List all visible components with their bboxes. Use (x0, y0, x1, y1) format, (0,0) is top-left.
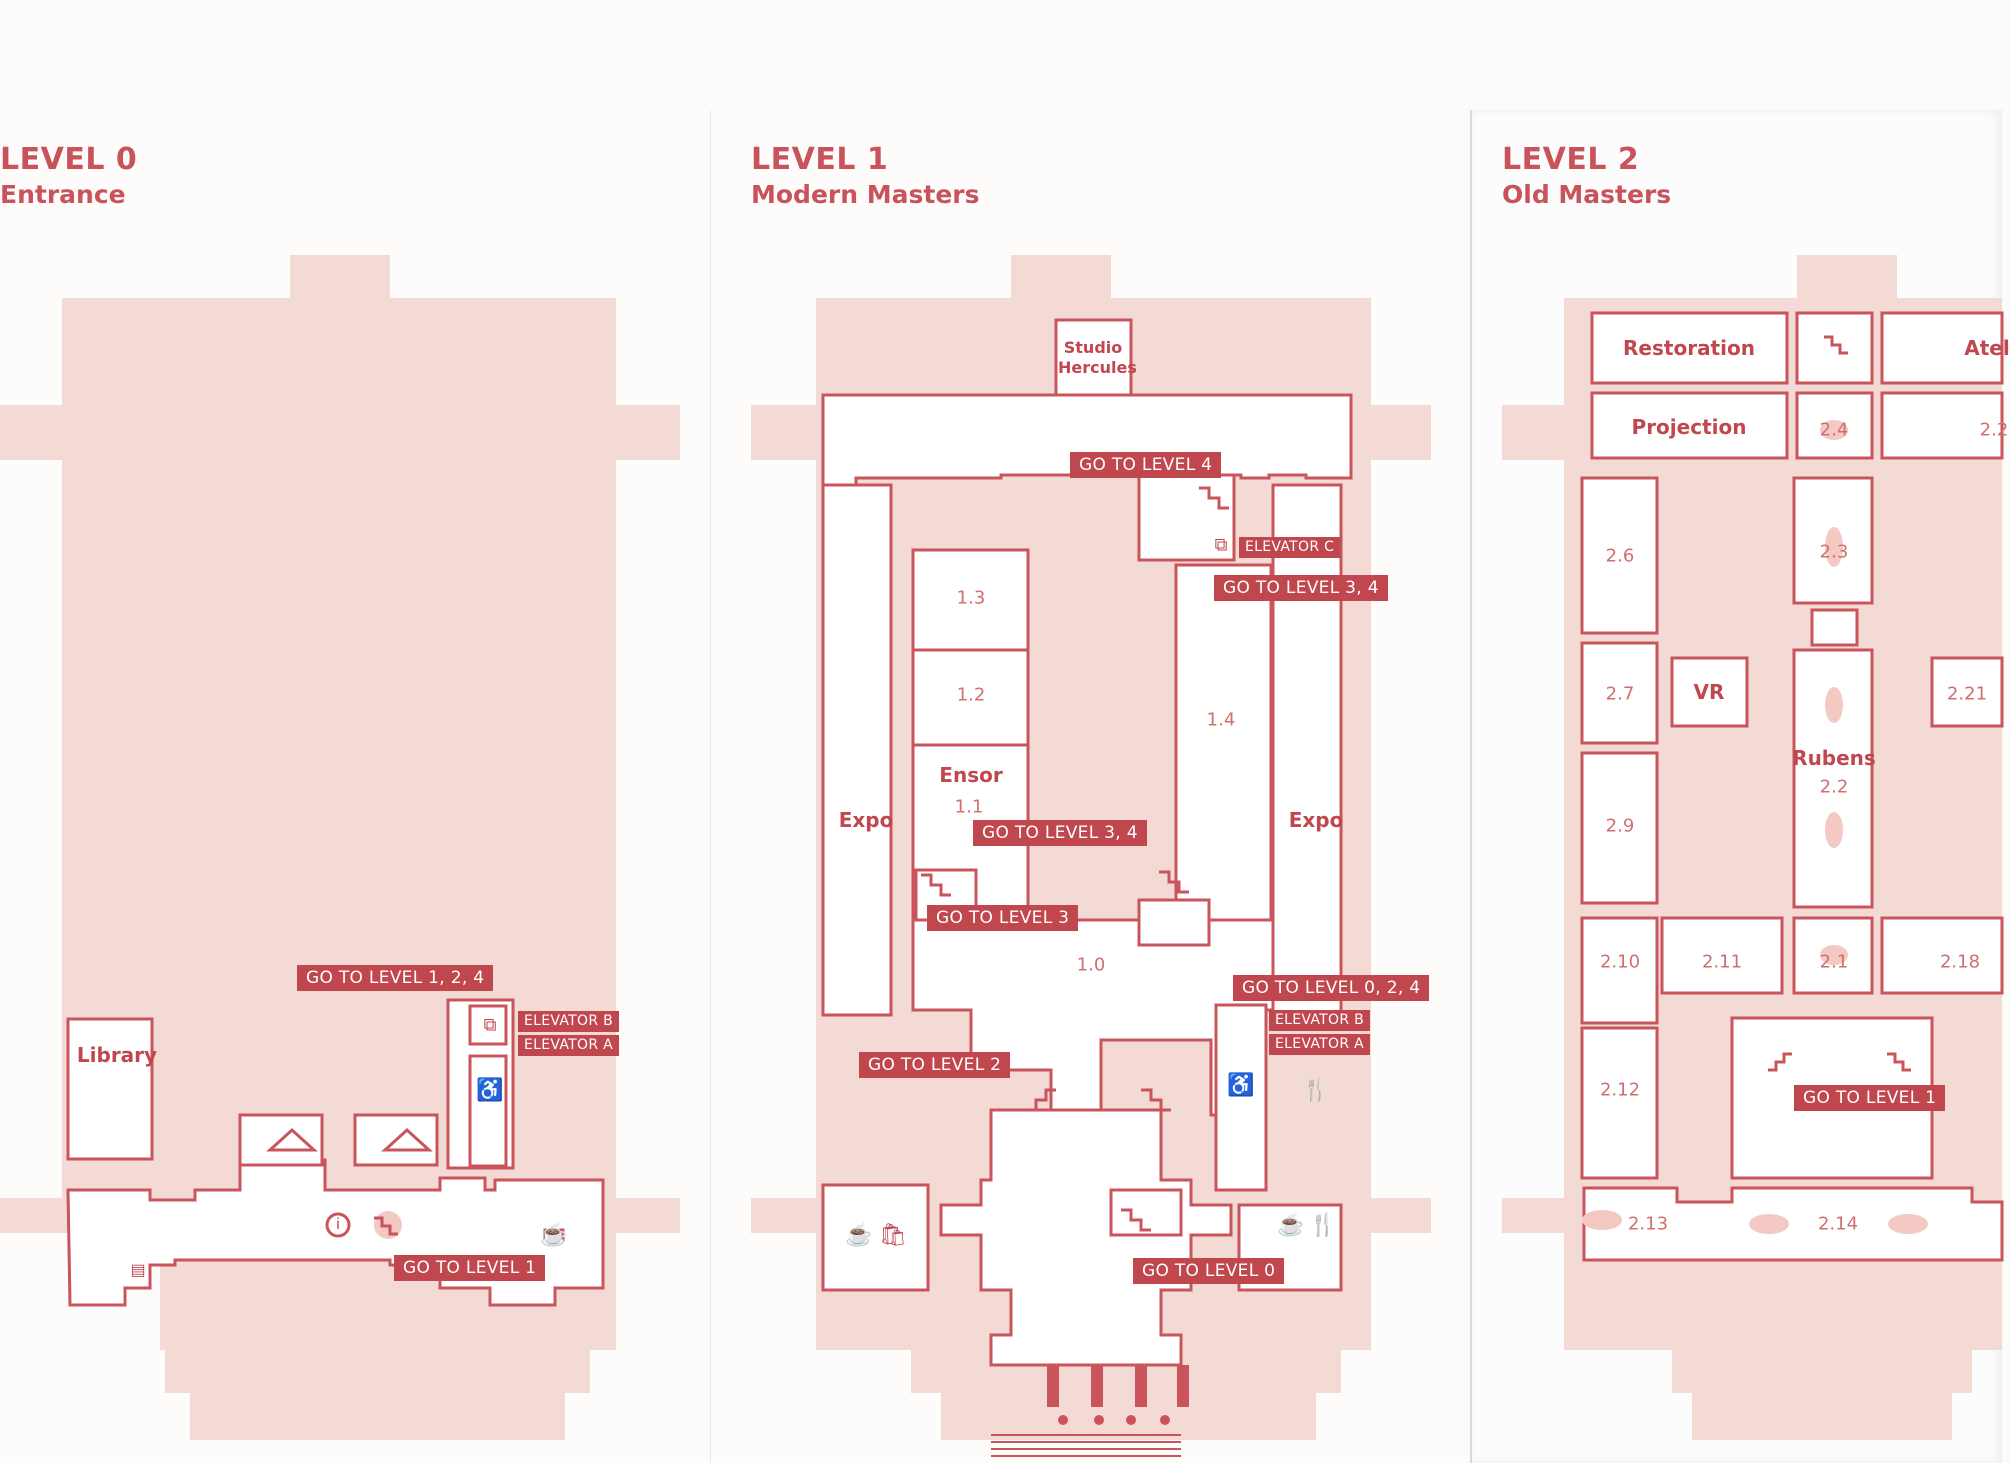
room-2-10 (1580, 916, 1659, 1025)
level-2-title: LEVEL 2 (1502, 142, 1640, 177)
room-expo-left: Expo (838, 808, 894, 832)
room-2-6-label: 2.6 (1605, 545, 1635, 567)
room-vr (1670, 656, 1749, 728)
stairs-icon: ▤ (130, 1262, 146, 1279)
corridor-2-13-2-14 (1582, 1186, 2004, 1262)
room-2-21-label: 2.21 (1946, 683, 1988, 705)
room-rubens-label: Rubens (1792, 746, 1876, 770)
level-2-floorplan (1502, 255, 2004, 1440)
wheelchair-icon: ♿ (1227, 1072, 1255, 1097)
room-2-9 (1580, 751, 1659, 905)
restoration (1590, 311, 1789, 385)
room-1-3-label: 1.3 (956, 587, 986, 609)
room-1-3 (911, 548, 1030, 652)
level-1-floorplan (751, 255, 1431, 1457)
elevator-icon: ⧉ (483, 1014, 497, 1035)
tag-elevator-a[interactable]: ELEVATOR A (1269, 1034, 1370, 1055)
tag-elevator-c[interactable]: ELEVATOR C (1239, 537, 1341, 558)
room-2-6 (1580, 476, 1659, 635)
room-2-9-label: 2.9 (1605, 815, 1635, 837)
stairs-room (1795, 311, 1874, 385)
room-1-0-label: 1.0 (1076, 954, 1106, 976)
room-studio-hercules: Studio Hercules (1058, 338, 1137, 377)
room-2-11-label: 2.11 (1701, 951, 1743, 973)
expo-left (821, 483, 893, 1017)
atelier (1880, 311, 2004, 385)
tag-elevator-a[interactable]: ELEVATOR A (518, 1035, 619, 1056)
expo-right (1271, 483, 1343, 1017)
cafe-right (1237, 1203, 1343, 1292)
room-1-2 (911, 648, 1030, 747)
tag-go-to-level-1-2-4[interactable]: GO TO LEVEL 1, 2, 4 (297, 965, 494, 991)
room-2-2b (1880, 391, 2004, 460)
room-library: Library (76, 1043, 158, 1067)
level-1-subtitle: Modern Masters (751, 180, 980, 209)
cafe-icon-right: ☕ (1277, 1212, 1305, 1237)
restaurant-icon-upper: 🍴 (1302, 1077, 1330, 1102)
room-2-7 (1580, 641, 1659, 745)
cafe-icon: ☕ (845, 1222, 873, 1247)
room-1-2-label: 1.2 (956, 684, 986, 706)
room-2-4-label: 2.4 (1819, 419, 1849, 441)
room-2-10-label: 2.10 (1599, 951, 1641, 973)
room-2-2-label: 2.2 (1819, 776, 1849, 798)
stair-block-top (1137, 473, 1236, 562)
projection (1590, 391, 1789, 460)
level-0-subtitle: Entrance (0, 180, 126, 209)
room-atelier-label: Atel (1964, 336, 2010, 360)
level-0-floorplan (0, 255, 680, 1440)
restaurant-icon: 🍴 (1309, 1212, 1337, 1237)
shop-cafe-left (821, 1183, 930, 1292)
wheelchair-icon: ♿ (476, 1077, 504, 1102)
tag-go-to-level-1[interactable]: GO TO LEVEL 1 (1794, 1085, 1946, 1111)
room-projection-label: Projection (1631, 415, 1747, 439)
room-2-12-label: 2.12 (1599, 1079, 1641, 1101)
level-1-title: LEVEL 1 (751, 142, 889, 177)
level-2-subtitle: Old Masters (1502, 180, 1672, 209)
room-2-12 (1580, 1026, 1659, 1180)
tag-go-to-level-3-4-top[interactable]: GO TO LEVEL 3, 4 (1214, 575, 1388, 601)
tag-elevator-b[interactable]: ELEVATOR B (518, 1011, 620, 1032)
level-0-title: LEVEL 0 (0, 142, 138, 177)
room-2-18-label: 2.18 (1939, 951, 1981, 973)
room-2-11 (1660, 916, 1784, 995)
room-2-21 (1930, 656, 2004, 728)
tag-elevator-b[interactable]: ELEVATOR B (1269, 1010, 1371, 1031)
room-1-4-label: 1.4 (1206, 709, 1236, 731)
tag-go-to-level-3-4-mid[interactable]: GO TO LEVEL 3, 4 (973, 820, 1147, 846)
elevator-c-icon: ⧉ (1214, 534, 1228, 555)
room-1-1-label: 1.1 (954, 796, 984, 818)
tag-go-to-level-1[interactable]: GO TO LEVEL 1 (394, 1255, 546, 1281)
room-vr-label: VR (1693, 680, 1725, 704)
studio-hercules (1054, 318, 1133, 397)
room-2-14-label: 2.14 (1817, 1213, 1859, 1235)
elevator-stack (1214, 1003, 1268, 1192)
library-room (66, 1017, 154, 1161)
room-2-13-label: 2.13 (1627, 1213, 1669, 1235)
tag-go-to-level-0-2-4[interactable]: GO TO LEVEL 0, 2, 4 (1233, 975, 1430, 1001)
room-2-18 (1880, 916, 2004, 995)
room-restoration-label: Restoration (1623, 336, 1755, 360)
tag-go-to-level-2[interactable]: GO TO LEVEL 2 (859, 1052, 1011, 1078)
level-1-sheet: LEVEL 1 Modern Masters (710, 110, 1471, 1463)
shop-bag-icon: 🛍 (879, 1222, 907, 1247)
room-expo-right: Expo (1288, 808, 1344, 832)
tag-go-to-level-0[interactable]: GO TO LEVEL 0 (1133, 1258, 1285, 1284)
cafe-icon: ☕ (540, 1222, 568, 1247)
tag-go-to-level-3[interactable]: GO TO LEVEL 3 (927, 905, 1079, 931)
room-2-3-label: 2.3 (1819, 541, 1849, 563)
room-ensor-label: Ensor (939, 763, 1003, 787)
level-2-sheet: LEVEL 2 Old Masters (1470, 110, 2010, 1463)
level-0-sheet: LEVEL 0 Entrance Library i ☕ ⧉ ♿ ▤ GO TO… (0, 110, 710, 1463)
room-2-7-label: 2.7 (1605, 683, 1635, 705)
tag-go-to-level-4[interactable]: GO TO LEVEL 4 (1070, 452, 1222, 478)
room-2-2b-label: 2.2 (1979, 419, 2009, 441)
info-icon[interactable]: i (336, 1216, 340, 1233)
room-2-1-label: 2.1 (1819, 951, 1849, 973)
